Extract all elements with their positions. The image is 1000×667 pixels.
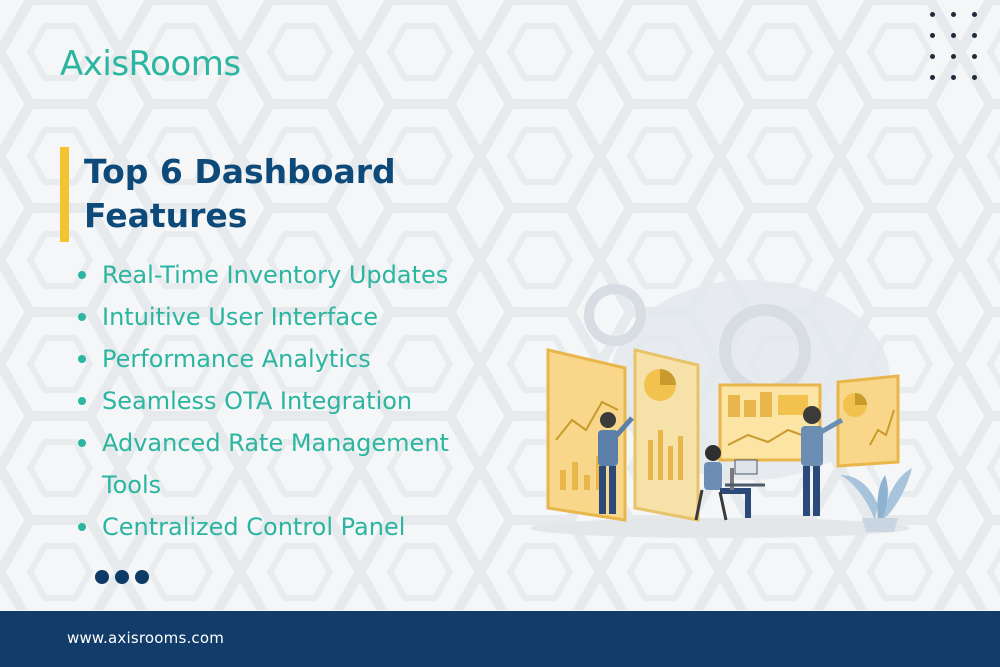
more-dots-icon (95, 570, 149, 584)
footer-bar: www.axisrooms.com (0, 611, 1000, 667)
website-link[interactable]: www.axisrooms.com (67, 629, 225, 647)
brand-logo: AxisRooms (60, 44, 241, 84)
feature-item: Seamless OTA Integration (78, 380, 538, 422)
dashboard-team-illustration (530, 280, 912, 538)
feature-item: Advanced Rate Management Tools (78, 422, 512, 506)
feature-item: Intuitive User Interface (78, 296, 538, 338)
page-title: Top 6 Dashboard Features (84, 152, 396, 235)
feature-item: Performance Analytics (78, 338, 538, 380)
feature-list: Real-Time Inventory Updates Intuitive Us… (78, 254, 538, 548)
dot-grid-icon (930, 12, 980, 84)
feature-item: Centralized Control Panel (78, 506, 538, 548)
feature-item: Real-Time Inventory Updates (78, 254, 538, 296)
title-accent-bar (60, 147, 69, 242)
